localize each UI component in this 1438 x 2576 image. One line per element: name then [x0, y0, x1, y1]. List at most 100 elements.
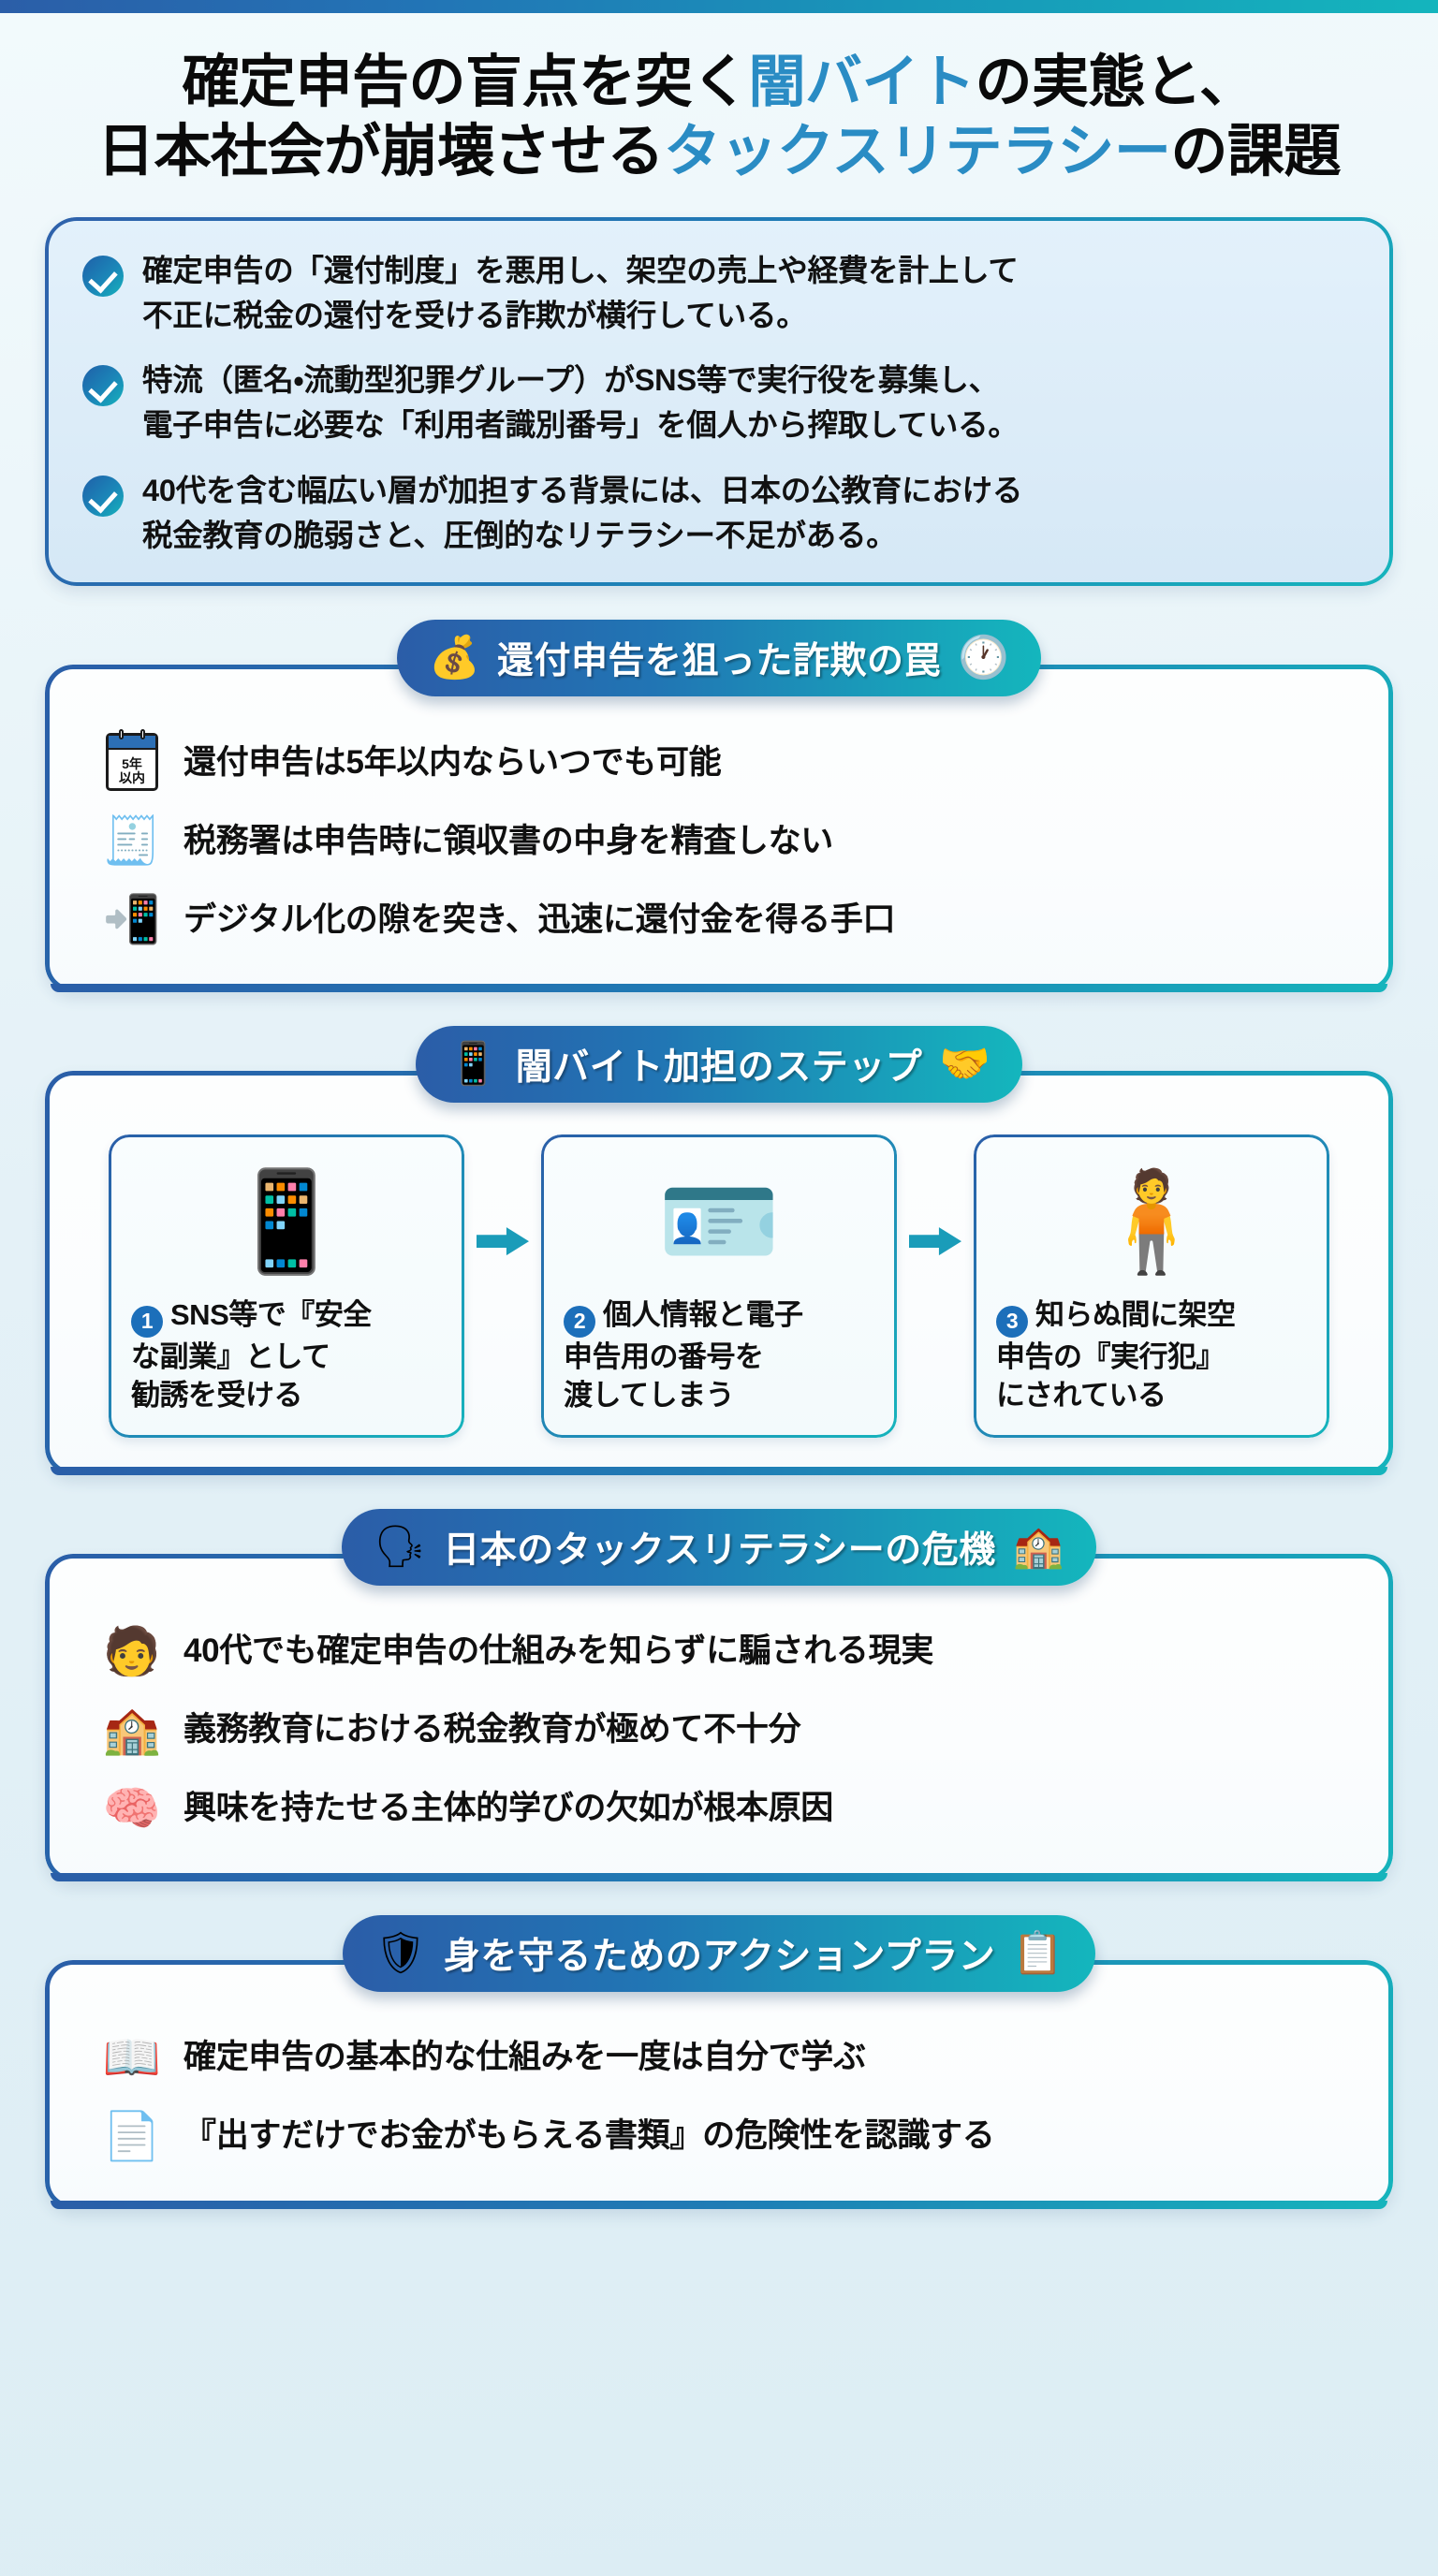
handshake-icon: 🤝 [939, 1041, 991, 1088]
step-line: 個人情報と電子 [603, 1298, 803, 1332]
section-refund-fraud-trap: 💰 還付申告を狙った詐欺の罠 🕐 5年 以内 還付申告は5年以内ならいつでも可能… [45, 620, 1393, 993]
step-line: 知らぬ間に架空 [1035, 1298, 1236, 1332]
section-action-plan: 🛡 身を守るためのアクションプラン 📋 📖 確定申告の基本的な仕組みを一度は自分… [45, 1914, 1393, 2209]
section-body: 5年 以内 還付申告は5年以内ならいつでも可能 🧾 税務署は申告時に領収書の中身… [45, 665, 1393, 993]
list-item-text: 税務署は申告時に領収書の中身を精査しない [183, 822, 834, 859]
id-card-hand-icon: 🪪 [657, 1166, 781, 1277]
head-question-icon: 🗣 [374, 1523, 427, 1570]
section-header: 🗣 日本のタックスリテラシーの危機 🏫 [342, 1508, 1096, 1586]
step-line: SNS等で『安全 [170, 1298, 372, 1332]
list-item-text: 還付申告は5年以内ならいつでも可能 [183, 743, 722, 781]
title-text-2a: 日本社会が崩壊させる [97, 119, 665, 183]
page-title-line-2: 日本社会が崩壊させるタックスリテラシーの課題 [22, 116, 1416, 185]
step-number-badge: 1 [131, 1305, 163, 1338]
title-text-1a: 確定申告の盲点を突く [182, 50, 749, 113]
puppet-tax-icon: 🧍 [1090, 1166, 1213, 1277]
section-title: 身を守るためのアクションプラン [443, 1936, 996, 1977]
summary-item-text: 確定申告の「還付制度」を悪用し、架空の売上や経費を計上して 不正に税金の還付を受… [142, 249, 1019, 339]
title-text-2b: の課題 [1170, 119, 1341, 183]
check-circle-icon [82, 365, 124, 407]
summary-item-line: 確定申告の「還付制度」を悪用し、架空の売上や経費を計上して [142, 253, 1019, 287]
summary-item: 特流（匿名・流動型犯罪グループ）がSNS等で実行役を募集し、 電子申告に必要な「… [82, 359, 1356, 448]
summary-item-line: 特流（匿名・流動型犯罪グループ）がSNS等で実行役を募集し、 [142, 363, 999, 398]
summary-item-line: 不正に税金の還付を受ける詐欺が横行している。 [142, 298, 807, 332]
summary-item-line: 40代を含む幅広い層が加担する背景には、日本の公教育における [142, 473, 1023, 507]
arrow-right-icon [909, 1227, 961, 1256]
summary-item-line: 税金教育の脆弱さと、圧倒的なリテラシー不足がある。 [142, 518, 897, 552]
step-line: 勧誘を受ける [131, 1379, 303, 1412]
infographic-page: 確定申告の盲点を突く闇バイトの実態と、 日本社会が崩壊させるタックスリテラシーの… [0, 13, 1438, 2209]
step-line: にされている [996, 1379, 1167, 1412]
summary-item-text: 特流（匿名・流動型犯罪グループ）がSNS等で実行役を募集し、 電子申告に必要な「… [142, 359, 1019, 448]
section-title: 還付申告を狙った詐欺の罠 [496, 641, 941, 682]
step-line: 申告用の番号を [564, 1339, 764, 1373]
list-item: 🏫 義務教育における税金教育が極めて不十分 [77, 1690, 1361, 1769]
step-arrow [464, 1134, 541, 1437]
summary-item-line: 電子申告に必要な「利用者識別番号」を個人から搾取している。 [142, 408, 1019, 443]
summary-item: 40代を含む幅広い層が加担する背景には、日本の公教育における 税金教育の脆弱さと… [82, 469, 1356, 559]
shield-icon: 🛡 [374, 1929, 427, 1976]
checklist-clipboard-icon: 📋 [1012, 1929, 1064, 1976]
calendar-5years-icon: 5年 以内 [101, 729, 163, 793]
list-item: 📄 『出すだけでお金がもらえる書類』の危険性を認識する [77, 2097, 1361, 2175]
top-accent-bar [0, 0, 1438, 13]
school-alert-icon: 🏫 [1012, 1523, 1064, 1570]
list-item-text: 興味を持たせる主体的学びの欠如が根本原因 [183, 1790, 834, 1827]
summary-item: 確定申告の「還付制度」を悪用し、架空の売上や経費を計上して 不正に税金の還付を受… [82, 249, 1356, 339]
confused-person-icon: 🧑 [102, 1624, 162, 1677]
receipt-reject-icon: 🧾 [102, 814, 162, 868]
document-warning-icon: 📄 [102, 2109, 162, 2162]
section-header: 🛡 身を守るためのアクションプラン 📋 [342, 1914, 1096, 1992]
online-learning-icon: 📖 [102, 2030, 162, 2084]
arrow-right-icon [477, 1227, 529, 1256]
step-line: な副業』として [131, 1339, 330, 1373]
list-item: 5年 以内 還付申告は5年以内ならいつでも可能 [77, 723, 1361, 801]
step-arrow [897, 1134, 974, 1437]
smartphone-chat-icon: 📱 [225, 1166, 348, 1277]
section-title: 闇バイト加担のステップ [515, 1047, 923, 1089]
page-title-line-1: 確定申告の盲点を突く闇バイトの実態と、 [22, 47, 1416, 116]
check-circle-icon [82, 255, 124, 297]
smartphone-network-icon: 📱 [447, 1041, 499, 1088]
section-title: 日本のタックスリテラシーの危機 [443, 1530, 996, 1571]
list-item: 🧠 興味を持たせる主体的学びの欠如が根本原因 [77, 1769, 1361, 1848]
list-item-text: 義務教育における税金教育が極めて不十分 [183, 1711, 801, 1749]
list-item-text: 『出すだけでお金がもらえる書類』の危険性を認識する [183, 2117, 995, 2155]
list-item: 📲 デジタル化の隙を突き、迅速に還付金を得る手口 [77, 880, 1361, 959]
section-header: 💰 還付申告を狙った詐欺の罠 🕐 [397, 620, 1041, 697]
summary-item-text: 40代を含む幅広い層が加担する背景には、日本の公教育における 税金教育の脆弱さと… [142, 469, 1022, 559]
step-line: 申告の『実行犯』 [996, 1339, 1225, 1373]
calendar-label-top: 5年 [122, 755, 142, 771]
section-body: 📖 確定申告の基本的な仕組みを一度は自分で学ぶ 📄 『出すだけでお金がもらえる書… [45, 1959, 1393, 2209]
title-text-1b: の実態と、 [975, 50, 1256, 113]
page-title: 確定申告の盲点を突く闇バイトの実態と、 日本社会が崩壊させるタックスリテラシーの… [0, 47, 1438, 186]
list-item-text: 確定申告の基本的な仕組みを一度は自分で学ぶ [183, 2039, 866, 2076]
list-item: 📖 確定申告の基本的な仕組みを一度は自分で学ぶ [77, 2018, 1361, 2097]
check-circle-icon [82, 475, 124, 517]
money-bag-magnifier-icon: 💰 [429, 635, 480, 681]
clock-icon: 🕐 [958, 635, 1009, 681]
calendar-label-bottom: 以内 [119, 770, 145, 786]
step-line: 渡してしまう [564, 1379, 735, 1412]
section-tax-literacy-crisis: 🗣 日本のタックスリテラシーの危機 🏫 🧑 40代でも確定申告の仕組みを知らずに… [45, 1508, 1393, 1881]
title-accent-1: 闇バイト [748, 50, 976, 113]
section-header: 📱 闇バイト加担のステップ 🤝 [415, 1026, 1023, 1104]
list-item-text: 40代でも確定申告の仕組みを知らずに騙される現実 [183, 1632, 934, 1670]
summary-card: 確定申告の「還付制度」を悪用し、架空の売上や経費を計上して 不正に税金の還付を受… [45, 216, 1393, 587]
step-number-badge: 3 [996, 1305, 1028, 1338]
title-accent-2: タックスリテラシー [664, 119, 1171, 183]
list-item: 🧑 40代でも確定申告の仕組みを知らずに騙される現実 [77, 1612, 1361, 1690]
school-icon: 🏫 [102, 1703, 162, 1756]
step-number-badge: 2 [564, 1305, 595, 1338]
brain-lock-icon: 🧠 [102, 1781, 162, 1835]
list-item: 🧾 税務署は申告時に領収書の中身を精査しない [77, 801, 1361, 880]
